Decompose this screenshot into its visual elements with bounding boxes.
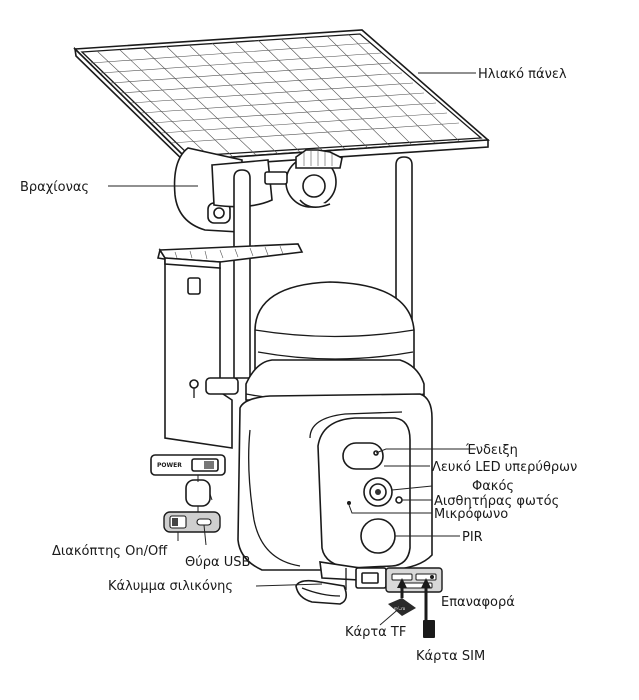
silicone-cover — [295, 579, 348, 605]
pir-sensor — [360, 518, 396, 554]
microphone-dot — [347, 501, 351, 505]
light-sensor-dot — [395, 496, 403, 504]
card-slot-detail — [385, 567, 443, 622]
label-reset: Επαναφορά — [441, 595, 515, 610]
power-marking: POWER — [157, 462, 182, 469]
label-silicone-cover: Κάλυμμα σιλικόνης — [108, 579, 233, 594]
label-indicator: Ένδειξη — [465, 443, 518, 458]
leader-lines — [108, 72, 476, 626]
label-bracket: Βραχίονας — [20, 180, 89, 195]
svg-text:micro: micro — [394, 606, 406, 611]
label-tf-card: Κάρτα TF — [345, 625, 406, 640]
camera-body — [237, 393, 433, 590]
label-solar-panel: Ηλιακό πάνελ — [478, 67, 567, 82]
white-led-window — [342, 442, 384, 470]
label-microphone: Μικρόφωνο — [434, 507, 508, 522]
labels: Ηλιακό πάνελ Βραχίονας Ένδειξη Λευκό LED… — [20, 67, 577, 664]
bracket — [173, 147, 343, 233]
label-sim-card: Κάρτα SIM — [416, 649, 485, 664]
label-pir: PIR — [462, 530, 483, 545]
usb-port — [196, 518, 212, 526]
solar-panel — [73, 29, 490, 170]
label-white-led: Λευκό LED υπερύθρων — [432, 460, 577, 475]
reset-button — [430, 575, 434, 579]
tf-card: micro — [388, 598, 416, 616]
label-light-sensor: Αισθητήρας φωτός — [434, 494, 559, 509]
battery-box — [157, 243, 304, 449]
camera-head — [245, 281, 425, 403]
sim-card — [423, 620, 435, 638]
label-usb-port: Θύρα USB — [185, 555, 250, 570]
label-power-switch: Διακόπτης On/Off — [52, 544, 168, 559]
power-usb-detail: POWER — [150, 454, 226, 533]
label-lens: Φακός — [472, 479, 514, 494]
